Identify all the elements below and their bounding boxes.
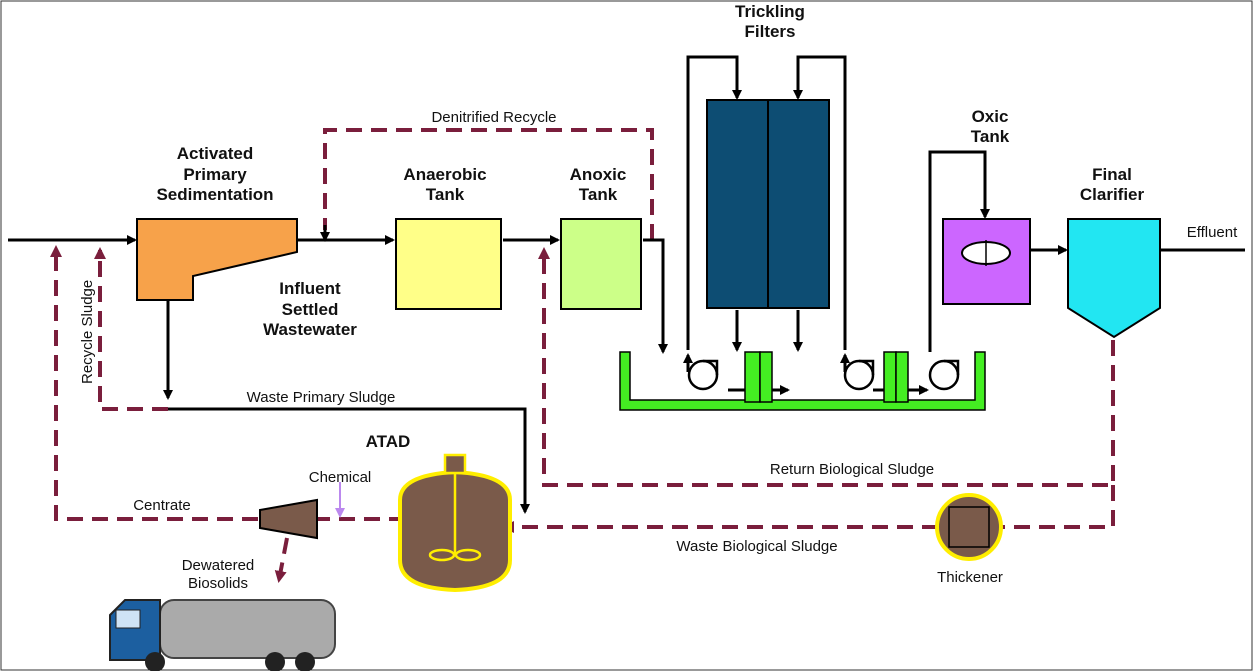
oxic-tank bbox=[942, 218, 1031, 305]
label-final: Final bbox=[1092, 165, 1132, 184]
label-chemical: Chemical bbox=[309, 469, 372, 486]
waste-primary-line bbox=[168, 407, 530, 514]
label-primary: Primary bbox=[183, 165, 247, 184]
label-anaerobic: Anaerobic bbox=[403, 165, 486, 184]
label-effluent: Effluent bbox=[1187, 224, 1238, 241]
labels: Trickling Filters Denitrified Recycle Ac… bbox=[79, 2, 1238, 592]
pump-icon bbox=[928, 359, 960, 391]
label-wastewater: Wastewater bbox=[263, 320, 357, 339]
truck-icon bbox=[109, 599, 336, 671]
label-waste-biological-sludge: Waste Biological Sludge bbox=[676, 538, 837, 555]
label-waste-primary-sludge: Waste Primary Sludge bbox=[247, 389, 396, 406]
centrate-line bbox=[50, 245, 258, 521]
waste-bio-line-a bbox=[1000, 485, 1115, 529]
anoxic-tank bbox=[560, 218, 642, 310]
label-anoxic-tank: Tank bbox=[579, 185, 618, 204]
return-sludge-line bbox=[538, 247, 1115, 487]
label-filters: Filters bbox=[744, 22, 795, 41]
collection-channel bbox=[619, 351, 986, 411]
trickling-filters bbox=[706, 99, 830, 309]
oxic-feed bbox=[928, 150, 990, 352]
biosolids-line bbox=[274, 537, 289, 583]
sludge-lines bbox=[50, 128, 1115, 583]
denitrified-recycle-line bbox=[323, 128, 654, 240]
label-return-biological-sludge: Return Biological Sludge bbox=[770, 461, 934, 478]
label-sedimentation: Sedimentation bbox=[156, 185, 273, 204]
anoxic-to-channel bbox=[643, 238, 668, 354]
label-oxic: Oxic bbox=[972, 107, 1009, 126]
pump-icon bbox=[687, 359, 719, 391]
anaerobic-tank bbox=[395, 218, 502, 310]
centrifuge-icon bbox=[259, 498, 318, 540]
pump-icon bbox=[843, 359, 875, 391]
label-thickener: Thickener bbox=[937, 569, 1003, 586]
label-influent: Influent bbox=[279, 279, 341, 298]
label-trickling: Trickling bbox=[735, 2, 805, 21]
label-dewatered: Dewatered bbox=[182, 557, 255, 574]
label-biosolids: Biosolids bbox=[188, 575, 248, 592]
label-denitrified-recycle: Denitrified Recycle bbox=[431, 109, 556, 126]
filter-feed-2 bbox=[793, 55, 847, 350]
label-anaerobic-tank: Tank bbox=[426, 185, 465, 204]
flow-lines bbox=[8, 55, 1245, 514]
label-atad: ATAD bbox=[366, 432, 411, 451]
atad-reactor-icon bbox=[398, 453, 512, 593]
label-clarifier: Clarifier bbox=[1080, 185, 1145, 204]
label-anoxic: Anoxic bbox=[570, 165, 627, 184]
final-clarifier bbox=[1067, 218, 1161, 339]
thickener-icon bbox=[935, 493, 1003, 561]
label-centrate: Centrate bbox=[133, 497, 191, 514]
label-recycle-sludge: Recycle Sludge bbox=[79, 280, 96, 384]
label-oxic-tank: Tank bbox=[971, 127, 1010, 146]
label-activated: Activated bbox=[177, 144, 254, 163]
label-settled: Settled bbox=[282, 300, 339, 319]
pumps bbox=[687, 359, 960, 391]
primary-sedimentation-unit bbox=[136, 218, 298, 301]
filter-feed-1 bbox=[686, 55, 742, 350]
